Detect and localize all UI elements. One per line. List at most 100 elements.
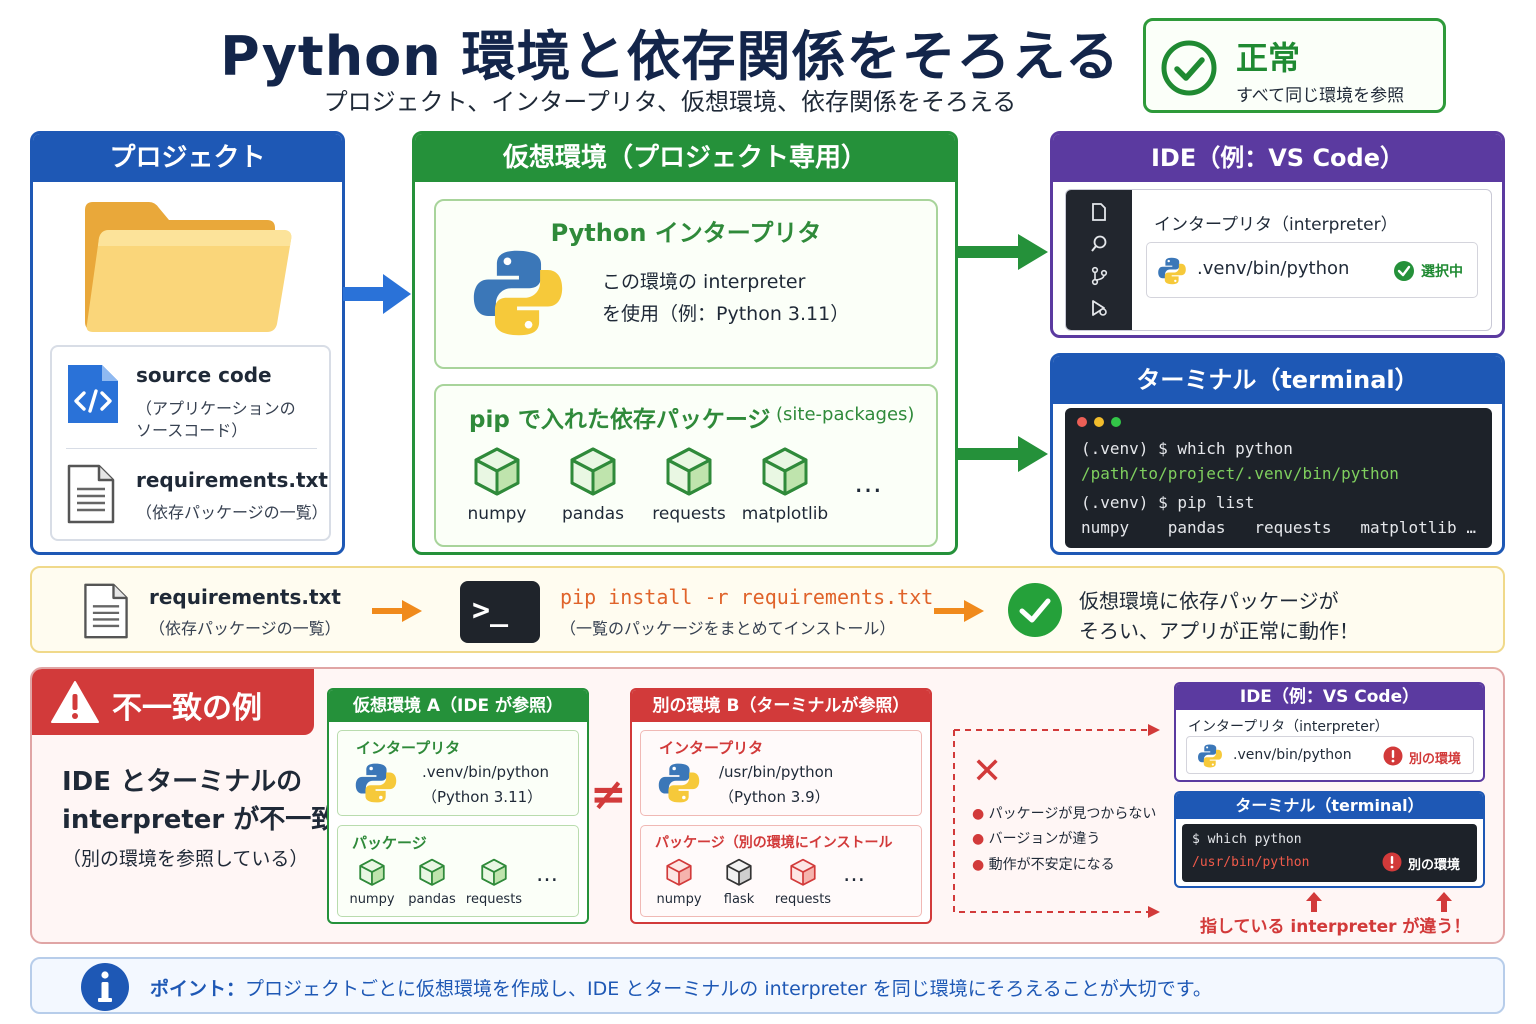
mini-ide-path: .venv/bin/python xyxy=(1233,747,1352,763)
search-icon[interactable] xyxy=(1089,234,1109,254)
issue-item: ● バージョンが違う xyxy=(972,831,1101,847)
mini-terminal-warn: 別の環境 xyxy=(1408,858,1461,873)
requirements-desc: （依存パッケージの一覧） xyxy=(136,503,328,522)
check-circle-icon xyxy=(1394,261,1414,281)
divider xyxy=(66,448,317,449)
env-b-interp-label: インタープリタ xyxy=(659,739,764,757)
interpreter-desc-1: この環境の interpreter xyxy=(602,271,806,293)
package-icon xyxy=(665,858,693,886)
arrow-up-icon xyxy=(1436,892,1452,912)
mismatch-caption: 指している interpreter が違う！ xyxy=(1200,917,1471,937)
source-code-desc-2: ソースコード） xyxy=(136,421,248,440)
project-files-box: source code （アプリケーションの ソースコード） requireme… xyxy=(50,345,331,541)
mismatch-section: 不一致の例 IDE とターミナルの interpreter が不一致 （別の環境… xyxy=(30,667,1505,944)
mini-terminal-heading: ターミナル（terminal） xyxy=(1176,793,1483,819)
ide-window: インタープリタ（interpreter） .venv/bin/python 選択… xyxy=(1065,189,1492,331)
site-packages-box: pip で入れた依存パッケージ (site-packages) numpy pa… xyxy=(434,384,938,547)
file-icon[interactable] xyxy=(1089,202,1109,222)
package-icon xyxy=(760,446,810,496)
env-b-packages-box: パッケージ（別の環境にインストール numpy flask requests … xyxy=(640,825,922,917)
env-b-pkg-label: パッケージ（別の環境にインストール xyxy=(655,835,893,851)
info-icon xyxy=(81,963,129,1011)
point-body: プロジェクトごとに仮想環境を作成し、IDE とターミナルの interprete… xyxy=(245,978,1212,1000)
warning-icon xyxy=(51,681,99,723)
package-icon xyxy=(358,858,386,886)
close-dot-icon xyxy=(1077,417,1087,427)
python-logo-icon xyxy=(1197,743,1223,769)
package-icon xyxy=(568,446,618,496)
env-b-panel: 別の環境 B（ターミナルが参照） インタープリタ /usr/bin/python… xyxy=(630,688,932,924)
mismatch-desc-2: interpreter が不一致 xyxy=(62,805,338,835)
mismatch-tag: 不一致の例 xyxy=(32,669,314,735)
terminal-icon: >_ xyxy=(460,581,540,643)
source-control-icon[interactable] xyxy=(1089,266,1109,286)
interpreter-box: Python インタープリタ この環境の interpreter を使用（例：P… xyxy=(434,199,938,369)
prompt-glyph: >_ xyxy=(472,593,509,628)
package-label: pandas xyxy=(408,892,456,907)
mini-ide-panel: IDE（例：VS Code） インタープリタ（interpreter） .ven… xyxy=(1174,682,1485,782)
ide-panel: IDE（例：VS Code） インタープリタ（interpreter） .ven… xyxy=(1050,131,1505,338)
package-label: requests xyxy=(774,892,832,907)
minimize-dot-icon xyxy=(1094,417,1104,427)
interpreter-selector[interactable]: .venv/bin/python 選択中 xyxy=(1146,242,1478,298)
mini-ide-heading: IDE（例：VS Code） xyxy=(1176,684,1483,710)
terminal-line-3: (.venv) $ pip list xyxy=(1081,493,1255,512)
package-label: numpy xyxy=(349,892,395,907)
package-label: matplotlib xyxy=(741,504,829,524)
mismatch-tag-label: 不一致の例 xyxy=(112,691,262,726)
env-a-packages-box: パッケージ numpy pandas requests … xyxy=(337,825,579,917)
terminal-heading: ターミナル（terminal） xyxy=(1053,356,1502,404)
package-icon xyxy=(418,858,446,886)
python-logo-icon xyxy=(657,761,701,805)
env-b-heading: 別の環境 B（ターミナルが参照） xyxy=(632,690,930,722)
activity-bar xyxy=(1066,190,1132,330)
not-equal-sign: ≠ xyxy=(590,769,627,820)
interpreter-desc-2: を使用（例：Python 3.11） xyxy=(602,303,850,325)
mini-ide-interp-label: インタープリタ（interpreter） xyxy=(1188,719,1389,735)
pip-title: pip で入れた依存パッケージ xyxy=(469,407,771,433)
venv-panel: 仮想環境（プロジェクト専用） Python インタープリタ この環境の inte… xyxy=(412,131,958,555)
code-file-icon xyxy=(68,365,118,423)
run-debug-icon[interactable] xyxy=(1089,298,1109,318)
flow-req-desc: （依存パッケージの一覧） xyxy=(149,619,341,638)
source-code-desc-1: （アプリケーションの xyxy=(136,399,296,418)
warning-circle-icon xyxy=(1383,746,1403,766)
document-icon xyxy=(82,582,130,640)
venv-heading: 仮想環境（プロジェクト専用） xyxy=(415,134,955,182)
env-a-interpreter-box: インタープリタ .venv/bin/python （Python 3.11） xyxy=(337,730,579,816)
env-b-interpreter-box: インタープリタ /usr/bin/python （Python 3.9） xyxy=(640,730,922,816)
mismatch-desc-1: IDE とターミナルの xyxy=(62,767,303,797)
flow-req-title: requirements.txt xyxy=(149,585,341,609)
status-description: すべて同じ環境を参照 xyxy=(1236,86,1405,106)
mini-terminal-panel: ターミナル（terminal） $ which python /usr/bin/… xyxy=(1174,791,1485,888)
folder-icon xyxy=(85,202,292,332)
package-icon xyxy=(664,446,714,496)
mini-interpreter-selector[interactable]: .venv/bin/python 別の環境 xyxy=(1186,736,1474,774)
document-icon xyxy=(66,463,116,525)
maximize-dot-icon xyxy=(1111,417,1121,427)
more-packages: … xyxy=(843,862,865,887)
check-circle-icon xyxy=(1008,583,1062,637)
cross-icon: ✕ xyxy=(972,751,1003,792)
terminal-window[interactable]: (.venv) $ which python /path/to/project/… xyxy=(1065,408,1492,548)
package-icon xyxy=(789,858,817,886)
arrow-right-icon xyxy=(934,600,984,622)
issue-item: ● 動作が不安定になる xyxy=(972,857,1115,873)
package-label: flask xyxy=(723,892,755,907)
mini-terminal-line-2: /usr/bin/python xyxy=(1192,855,1310,870)
result-line-1: 仮想環境に依存パッケージが xyxy=(1079,589,1339,613)
install-command: pip install -r requirements.txt xyxy=(560,585,934,609)
page-subtitle: プロジェクト、インタープリタ、仮想環境、依存関係をそろえる xyxy=(323,88,1017,116)
terminal-line-4: numpy pandas requests matplotlib … xyxy=(1081,518,1476,537)
project-panel: プロジェクト source code （アプリケーションの ソースコード） re… xyxy=(30,131,345,555)
env-a-heading: 仮想環境 A（IDE が参照） xyxy=(329,690,587,722)
package-label: requests xyxy=(652,504,726,524)
mini-terminal-line-1: $ which python xyxy=(1192,832,1302,847)
terminal-line-2: /path/to/project/.venv/bin/python xyxy=(1081,464,1399,483)
env-a-version: （Python 3.11） xyxy=(422,788,543,806)
dashed-connector xyxy=(953,724,1160,918)
project-heading: プロジェクト xyxy=(33,134,342,182)
mini-terminal-window[interactable]: $ which python /usr/bin/python 別の環境 xyxy=(1182,824,1477,882)
source-code-title: source code xyxy=(136,363,272,387)
status-badge: 正常 すべて同じ環境を参照 xyxy=(1143,18,1446,113)
